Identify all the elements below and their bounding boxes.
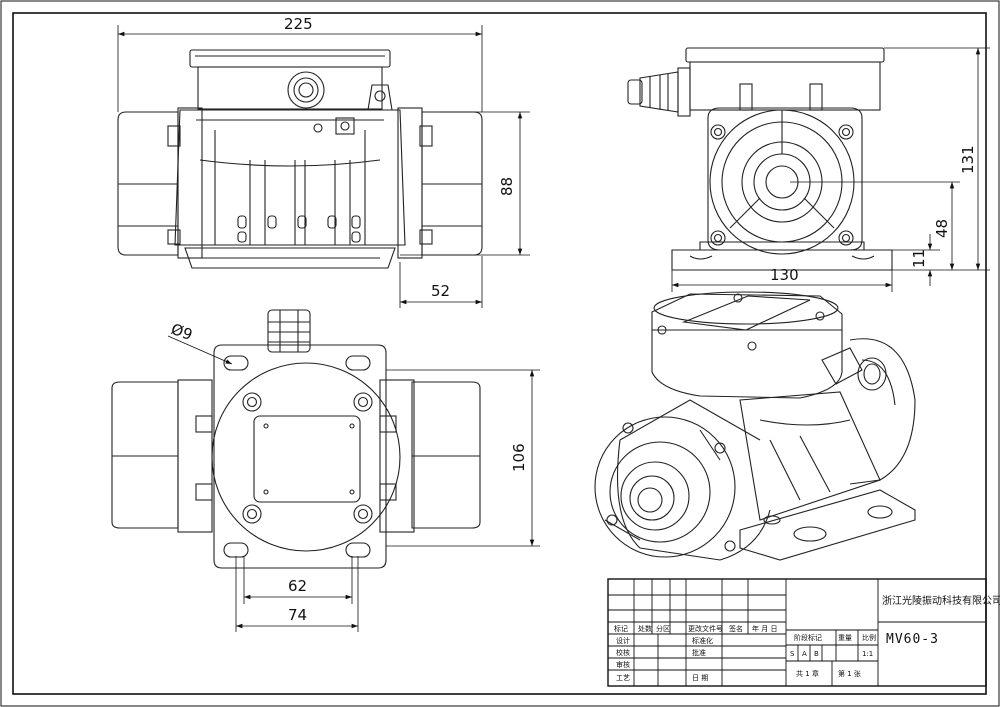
tb-sheet-count: 共 1 章 xyxy=(796,669,819,678)
dim-width-225: 225 xyxy=(284,15,313,33)
tb-label-jieduan: 阶段标记 xyxy=(794,633,822,642)
dim-height-11: 11 xyxy=(910,249,928,268)
tb-label-riqi: 日 期 xyxy=(692,674,708,682)
tb-label-bili: 比例 xyxy=(862,633,876,642)
dim-offset-52: 52 xyxy=(431,282,450,300)
dim-height-88: 88 xyxy=(498,177,516,196)
side-view xyxy=(627,47,893,271)
tb-label-jiaohe: 校核 xyxy=(616,648,630,657)
tb-stage-b: B xyxy=(814,650,819,658)
top-view xyxy=(111,309,481,569)
front-view-dimensions xyxy=(117,25,530,308)
tb-label-zhongliang: 重量 xyxy=(838,634,852,642)
model-number: MV60-3 xyxy=(886,632,939,647)
tb-label-gengai: 更改文件号 xyxy=(688,624,723,633)
dim-width-130: 130 xyxy=(770,266,799,284)
company-name: 浙江光陵振动科技有限公司 xyxy=(882,594,1000,607)
tb-label-pizhun: 批准 xyxy=(692,648,706,657)
dim-width-74: 74 xyxy=(288,606,307,624)
tb-label-chushu: 处数 xyxy=(638,624,652,633)
tb-label-sheji: 设计 xyxy=(616,636,630,645)
tb-stage-s: S xyxy=(790,650,795,658)
top-view-dimensions xyxy=(167,335,540,632)
dim-hole-diameter: Ø9 xyxy=(169,320,195,344)
front-view xyxy=(117,49,483,269)
dim-height-48: 48 xyxy=(933,219,951,238)
tb-sheet-number: 第 1 张 xyxy=(838,669,861,678)
tb-label-biaoji: 标记 xyxy=(614,624,628,633)
tb-scale: 1:1 xyxy=(862,650,873,658)
tb-stage-a: A xyxy=(802,650,807,658)
tb-label-shenhe: 审核 xyxy=(616,660,630,669)
tb-label-gongyi: 工艺 xyxy=(616,674,630,682)
side-view-dimensions xyxy=(671,47,990,292)
tb-label-qianming: 签名 xyxy=(729,624,743,633)
tb-label-fenqu: 分区 xyxy=(656,624,670,633)
dim-height-106: 106 xyxy=(510,443,528,472)
dim-width-62: 62 xyxy=(288,577,307,595)
isometric-view xyxy=(594,291,916,561)
inner-border xyxy=(12,12,987,695)
dim-height-131: 131 xyxy=(959,145,977,174)
title-block xyxy=(607,578,987,687)
tb-label-biaozhunhua: 标准化 xyxy=(692,636,713,645)
tb-label-nianyueri: 年 月 日 xyxy=(752,624,777,633)
